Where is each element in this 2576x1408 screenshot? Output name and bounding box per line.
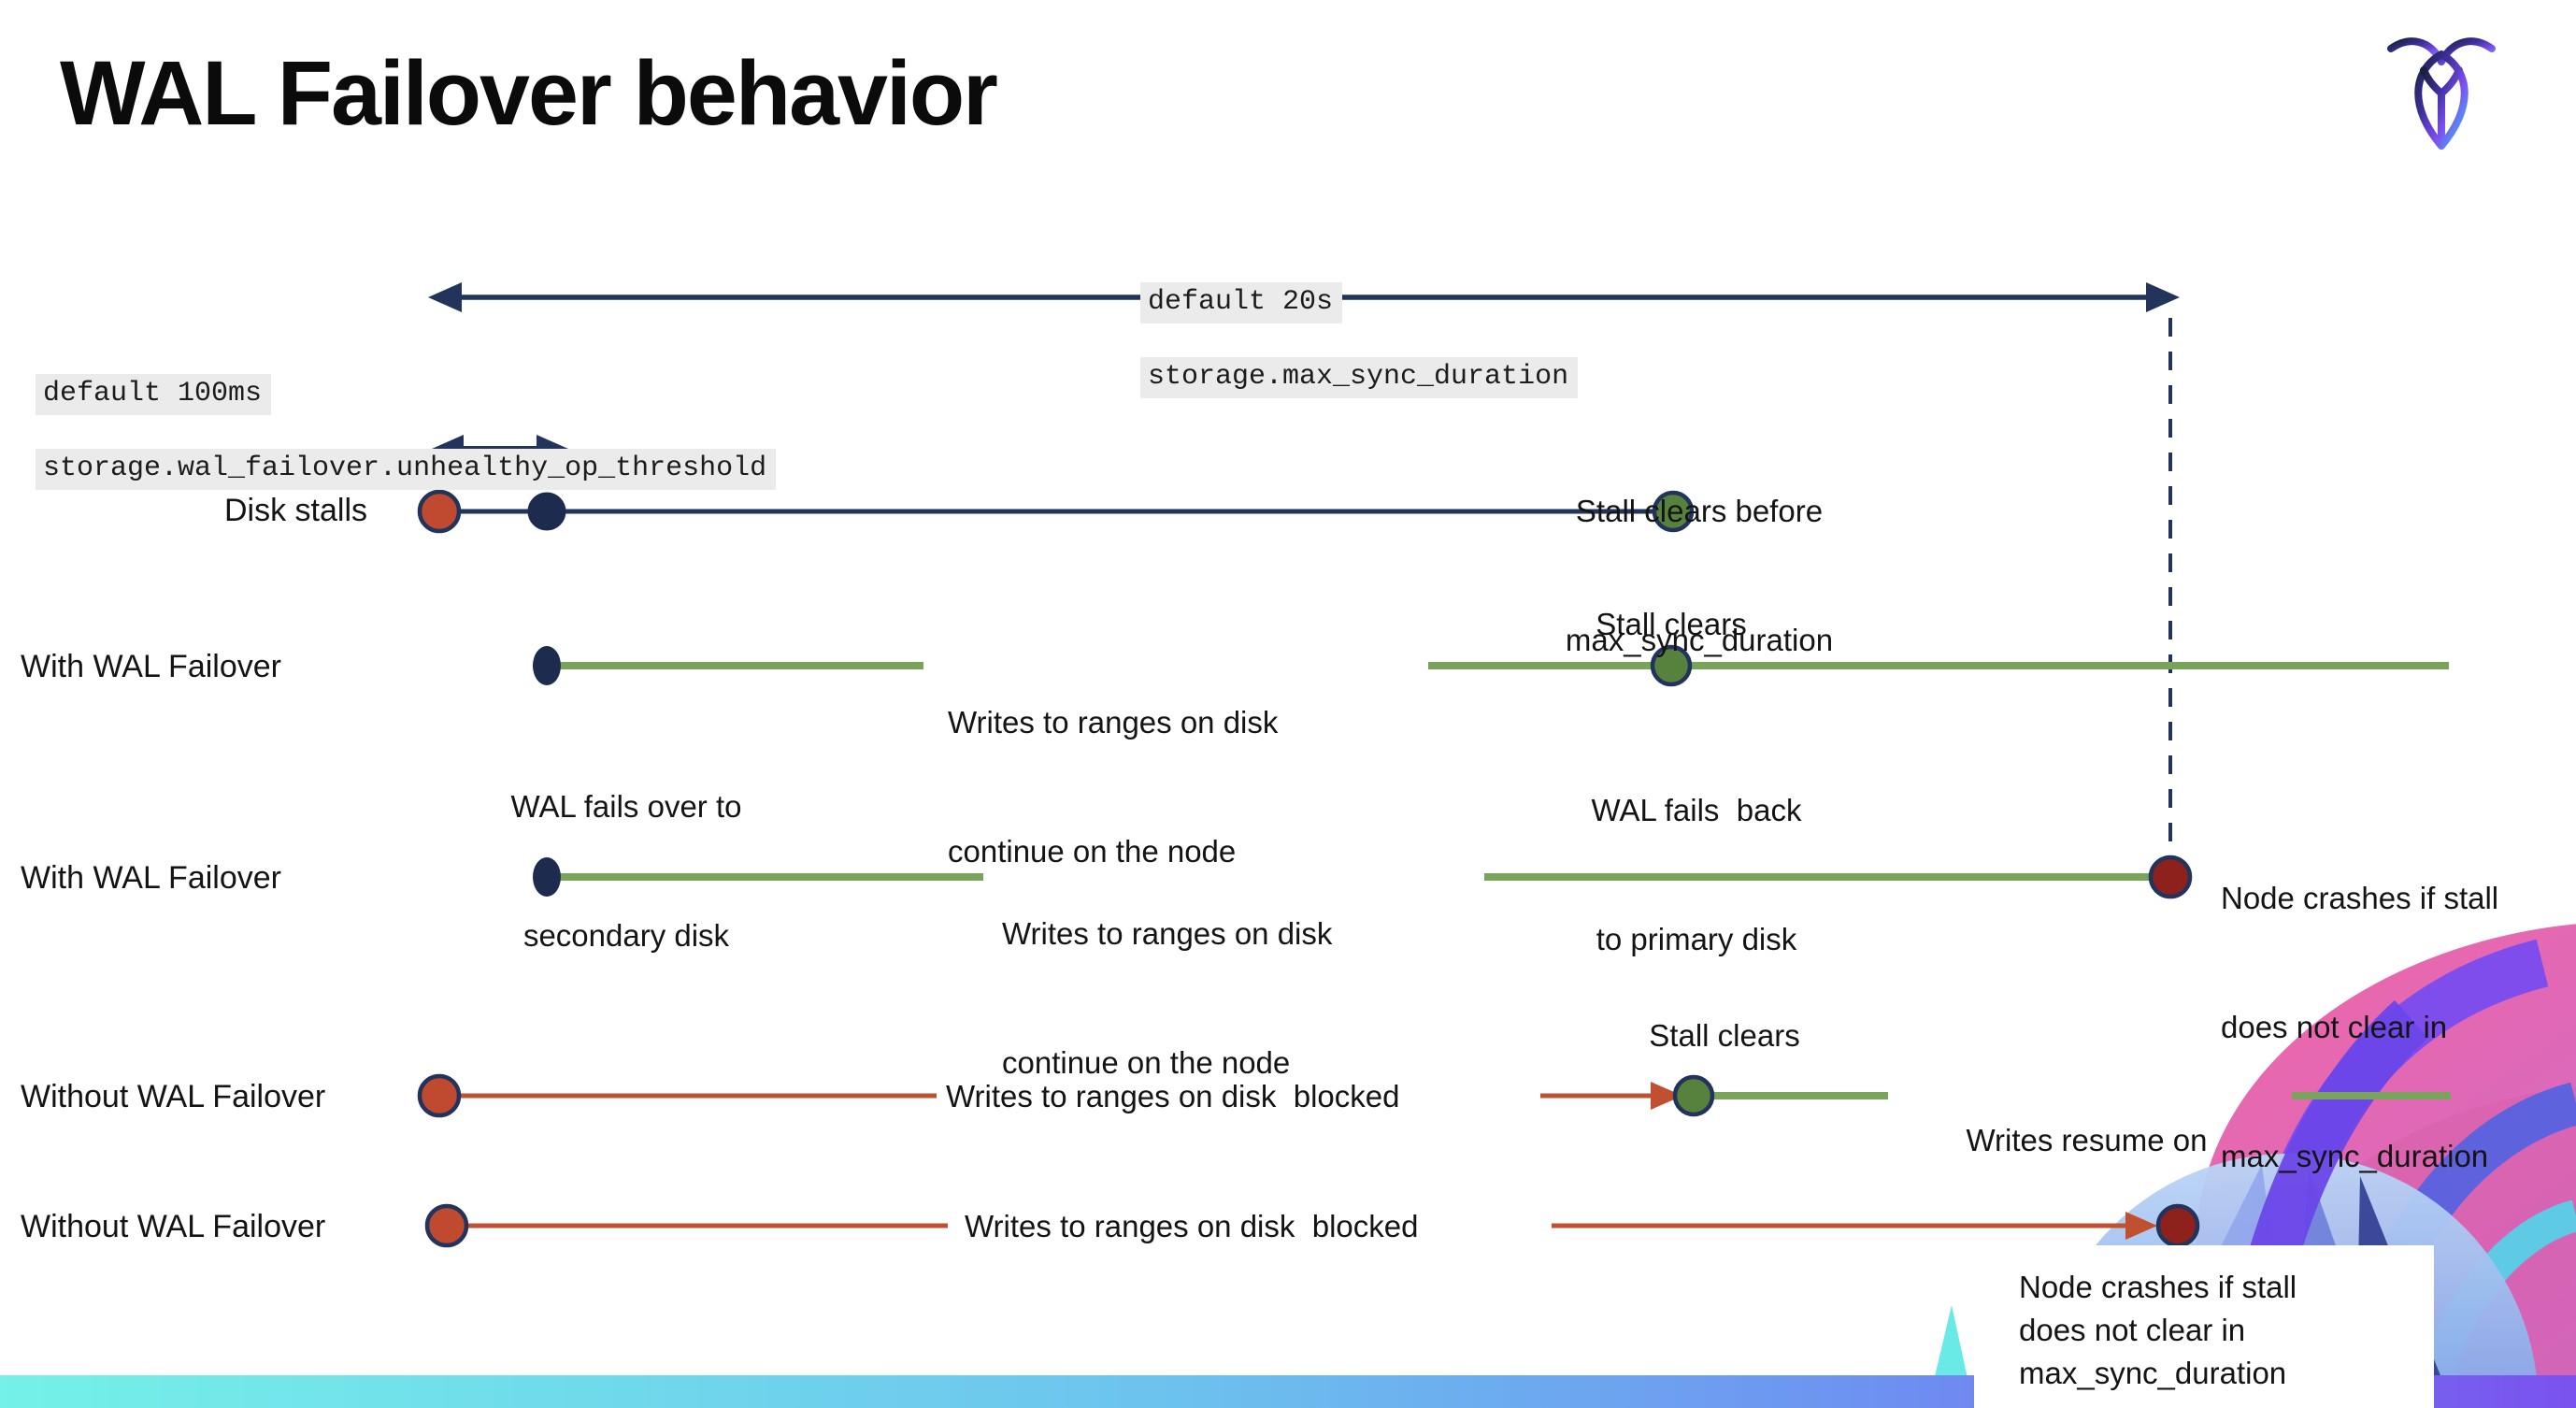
row-label-with-wal-failover-1: With WAL Failover: [21, 649, 281, 684]
logo-veins: [2420, 66, 2463, 150]
annotation-stall-clears-1: Stall clears: [1596, 607, 1747, 641]
annotation-line: WAL fails back: [1591, 793, 1802, 827]
annotation-line: does not clear in: [2221, 1010, 2448, 1044]
annotation-line: Writes to ranges on disk: [1002, 916, 1333, 951]
annotation-writes-blocked-1: Writes to ranges on disk blocked: [946, 1079, 1400, 1113]
max-sync-duration-default: default 20s: [1140, 282, 1343, 323]
max-sync-duration-label: default 20s storage.max_sync_duration: [1140, 249, 1579, 432]
failover-dot: [533, 857, 561, 897]
annotation-line: WAL fails over to: [510, 789, 742, 824]
timeline-disk-stalls: [417, 489, 1695, 534]
timeline-without-wal-failover-2: [424, 1203, 2200, 1248]
row-label-with-wal-failover-2: With WAL Failover: [21, 860, 281, 896]
annotation-line: continue on the node: [1002, 1045, 1291, 1080]
annotation-line: Node crashes if stall: [2221, 881, 2499, 915]
annotation-line: Node crashes if stall: [2019, 1270, 2297, 1304]
stall-start-dot: [417, 1073, 462, 1118]
cockroachdb-logo: [2387, 37, 2496, 150]
annotation-line: continue on the node: [948, 834, 1237, 869]
annotation-wal-fails-back: WAL fails back to primary disk: [1533, 703, 1860, 1047]
unhealthy-op-threshold-setting: storage.wal_failover.unhealthy_op_thresh…: [36, 449, 777, 490]
node-crashes-callout-box: Node crashes if stall does not clear in …: [1974, 1245, 2434, 1408]
annotation-line: max_sync_duration: [1565, 623, 1834, 657]
annotation-line: max_sync_duration: [2019, 1356, 2287, 1390]
stall-clears-dot: [1652, 490, 1695, 533]
row-label-disk-stalls: Disk stalls: [224, 493, 368, 528]
timeline-with-wal-failover-2: [533, 855, 2193, 899]
row-label-without-wal-failover-1: Without WAL Failover: [21, 1079, 326, 1114]
annotation-writes-continue-1: Writes to ranges on disk continue on the…: [948, 615, 1278, 959]
stall-clears-dot: [1650, 644, 1693, 687]
max-sync-duration-setting: storage.max_sync_duration: [1140, 357, 1579, 398]
annotation-line: Writes to ranges on disk: [948, 705, 1279, 740]
annotation-line: to primary disk: [1596, 922, 1797, 956]
threshold-dot: [527, 492, 566, 531]
timeline-without-wal-failover-1: [417, 1073, 2451, 1118]
stall-start-dot: [417, 489, 462, 534]
annotation-node-crashes-1: Node crashes if stall does not clear in …: [2221, 791, 2498, 1264]
annotation-line: Writes resume on: [1966, 1123, 2208, 1157]
annotation-line: Stall clears before: [1575, 494, 1824, 528]
row-label-without-wal-failover-2: Without WAL Failover: [21, 1209, 326, 1244]
annotation-line: does not clear in: [2019, 1313, 2246, 1347]
node-crash-dot: [2148, 855, 2193, 899]
timeline-with-wal-failover-1: [533, 644, 2449, 687]
annotation-writes-blocked-2: Writes to ranges on disk blocked: [965, 1209, 1419, 1243]
annotation-writes-continue-2: Writes to ranges on disk continue on the…: [1002, 826, 1332, 1171]
annotation-wal-fails-over: WAL fails over to secondary disk: [467, 699, 785, 1043]
annotation-stall-clears-before: Stall clears before max_sync_duration: [1503, 404, 1896, 748]
unhealthy-op-threshold-label: default 100ms storage.wal_failover.unhea…: [36, 340, 777, 524]
annotation-line: max_sync_duration: [2221, 1139, 2489, 1173]
failover-dot: [533, 646, 561, 685]
stall-start-dot: [424, 1203, 469, 1248]
unhealthy-op-threshold-default: default 100ms: [36, 374, 272, 415]
page-title: WAL Failover behavior: [60, 42, 998, 144]
stall-clears-dot: [1672, 1074, 1715, 1117]
annotation-line: secondary disk: [522, 918, 730, 953]
annotation-stall-clears-2: Stall clears: [1649, 1018, 1800, 1053]
